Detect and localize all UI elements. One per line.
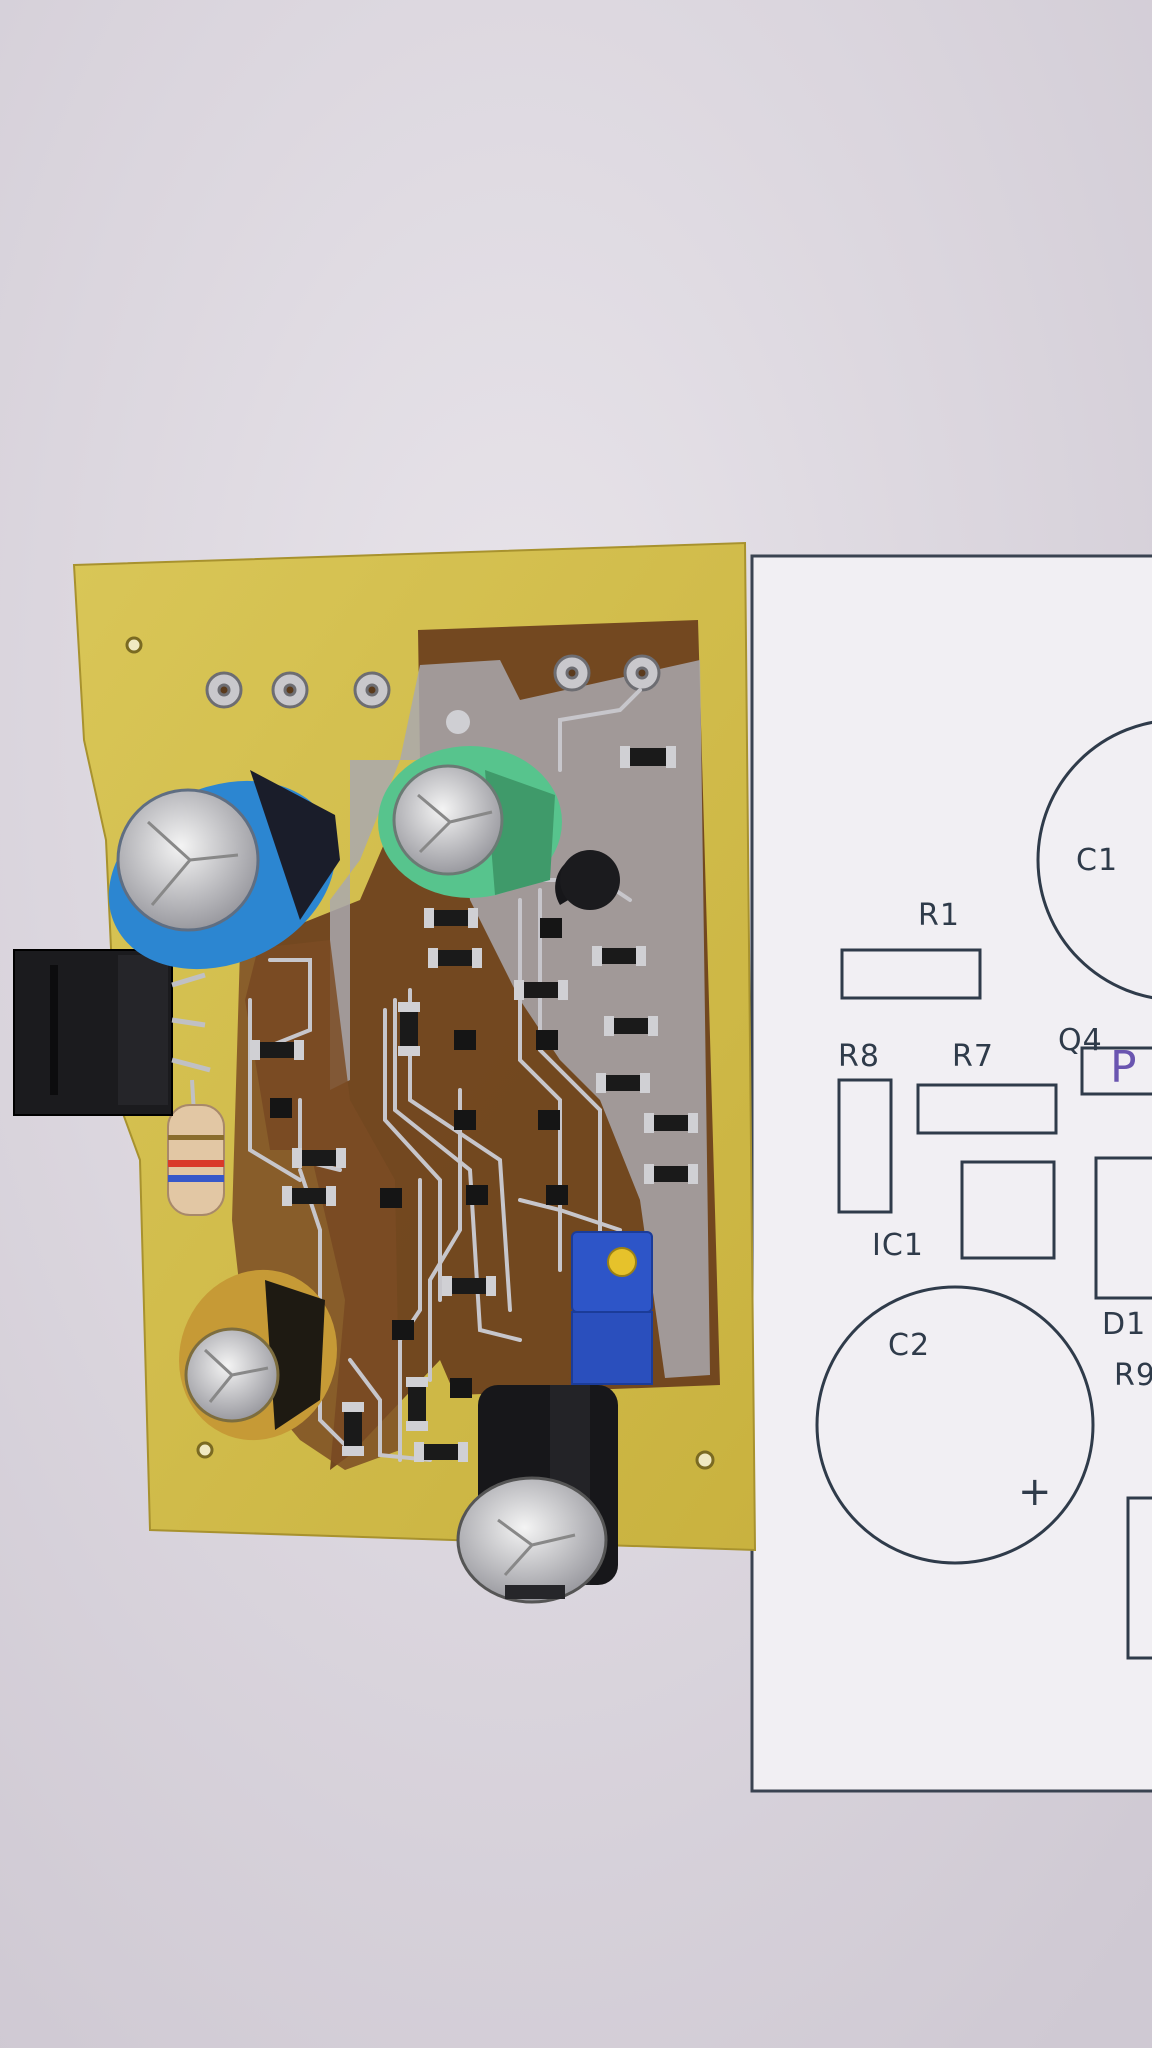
electrolytic-capacitor-icon [108, 770, 340, 970]
smd-transistor [546, 1185, 568, 1205]
smd-transistor [392, 1320, 414, 1340]
smd-transistor [454, 1110, 476, 1130]
label-c2: C2 [888, 1328, 930, 1363]
mounting-hole [695, 1450, 715, 1470]
resistor-icon [414, 1442, 468, 1462]
footprint-partial-right [1126, 1496, 1152, 1660]
label-q4-marker: P [1110, 1042, 1137, 1093]
smd-resistors [250, 746, 698, 1462]
to92-transistor-icon [555, 850, 620, 910]
smd-transistor [454, 1030, 476, 1050]
resistor-icon [428, 948, 482, 968]
resistor-icon [406, 1377, 428, 1431]
label-r1: R1 [918, 898, 960, 933]
resistor-icon [342, 1402, 364, 1456]
smd-transistor [450, 1378, 472, 1398]
smd-transistor [380, 1188, 402, 1208]
smd-transistor [536, 1030, 558, 1050]
label-c2-polarity: + [1018, 1469, 1052, 1515]
to220-regulator-icon [13, 949, 211, 1116]
label-q4: Q4 [1058, 1023, 1103, 1058]
footprint-r7 [916, 1083, 1058, 1135]
trimmer-potentiometer-icon [571, 1231, 653, 1385]
resistor-icon [442, 1276, 496, 1296]
resistor-icon [292, 1148, 346, 1168]
footprint-r1 [840, 948, 982, 1000]
pcb-board-icon [13, 541, 757, 1604]
resistor-icon [398, 1002, 420, 1056]
resistor-icon [167, 1079, 225, 1216]
electrolytic-capacitor-icon [179, 1269, 337, 1441]
label-r7: R7 [952, 1039, 994, 1074]
resistor-icon [250, 1040, 304, 1060]
electrolytic-capacitor-icon [456, 1385, 618, 1604]
resistor-icon [592, 946, 646, 966]
label-r9-partial: R9 [1114, 1358, 1152, 1393]
smd-transistor [270, 1098, 292, 1118]
electrolytic-capacitor-icon [378, 710, 562, 898]
paper-layout-sheet: C1 R1 Q4 P R8 R7 IC1 D1 C2 + R9 [750, 554, 1152, 1793]
smd-transistor [540, 918, 562, 938]
resistor-icon [596, 1073, 650, 1093]
resistor-icon [644, 1113, 698, 1133]
footprint-r8 [837, 1078, 893, 1214]
smd-transistor [538, 1110, 560, 1130]
solder-pads [205, 654, 661, 709]
label-r8: R8 [838, 1039, 880, 1074]
resistor-icon [604, 1016, 658, 1036]
label-d1: D1 [1102, 1307, 1146, 1342]
mounting-hole [196, 1441, 214, 1459]
resistor-icon [282, 1186, 336, 1206]
footprint-c1 [1036, 720, 1152, 1000]
tin-plane [330, 660, 710, 1378]
resistor-icon [424, 908, 478, 928]
resistor-icon [644, 1164, 698, 1184]
footprint-q4 [1080, 1046, 1152, 1096]
footprint-c2 [815, 1285, 1095, 1565]
footprint-ic1 [960, 1160, 1056, 1260]
sot23-transistors [270, 918, 568, 1398]
label-ic1: IC1 [872, 1228, 924, 1263]
resistor-icon [620, 746, 676, 768]
label-c1: C1 [1076, 843, 1118, 878]
smd-transistor [466, 1185, 488, 1205]
footprint-d1 [1094, 1156, 1152, 1300]
mounting-hole [125, 636, 143, 654]
resistor-icon [514, 980, 568, 1000]
